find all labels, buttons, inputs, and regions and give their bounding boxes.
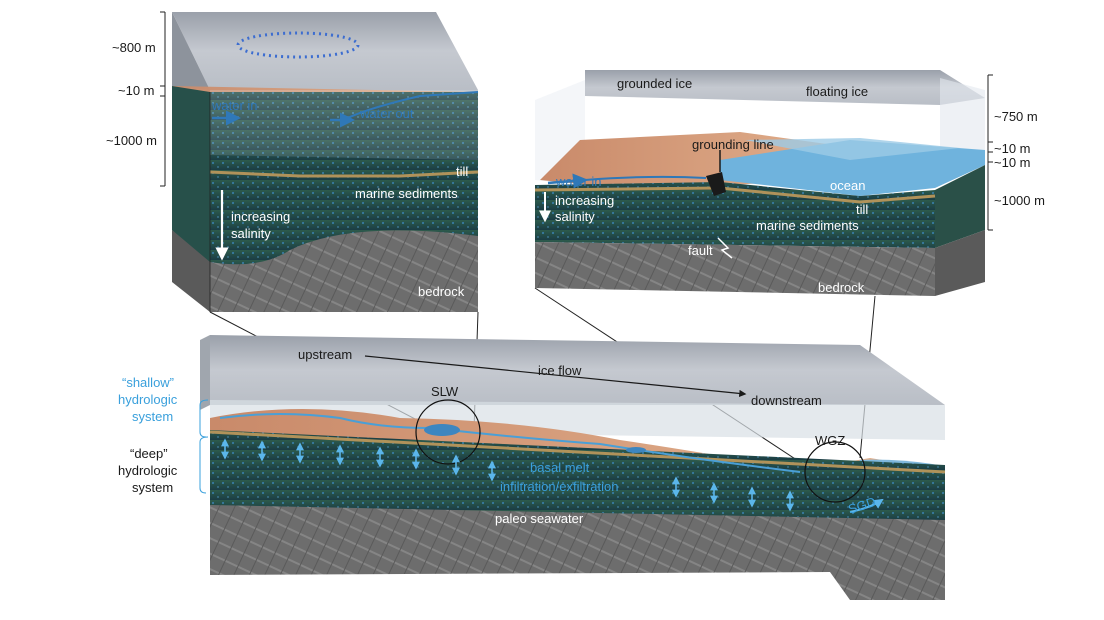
deep-label-3: system xyxy=(132,480,173,495)
right-ocean xyxy=(720,140,985,196)
shallow-label-1: “shallow” xyxy=(122,375,174,390)
right-increasing-label: increasing xyxy=(555,193,614,208)
ice-flow-arrow xyxy=(364,355,747,398)
left-depth-sediment: ~1000 m xyxy=(106,133,157,148)
right-salinity-label: salinity xyxy=(555,209,595,224)
left-block: water in water out till marine sediments… xyxy=(106,11,479,312)
left-depth-ice: ~800 m xyxy=(112,40,156,55)
infiltration-arrows xyxy=(221,438,794,512)
left-marine-sediments-label: marine sediments xyxy=(355,186,458,201)
left-water-out-label: water out xyxy=(359,106,414,121)
left-increasing-label: increasing xyxy=(231,209,290,224)
bottom-marine-sediments xyxy=(210,430,945,525)
left-bedrock-label: bedrock xyxy=(418,284,465,299)
left-water-in-label: water in xyxy=(211,98,258,113)
bottom-ice xyxy=(210,335,945,405)
grounding-line-label: grounding line xyxy=(692,137,774,152)
paleo-seawater-label: paleo seawater xyxy=(495,511,584,526)
shallow-label-2: hydrologic xyxy=(118,392,178,407)
left-till-label: till xyxy=(456,164,468,179)
right-bedrock-label: bedrock xyxy=(818,280,865,295)
slw-circle xyxy=(415,399,481,465)
right-water-in-label: water in xyxy=(555,174,602,189)
left-bedrock xyxy=(210,230,478,312)
right-marine-sediments-label: marine sediments xyxy=(756,218,859,233)
right-depth-water: ~10 m xyxy=(994,141,1031,156)
bottom-block: upstream ice flow downstream SLW WGZ “sh… xyxy=(118,335,946,600)
right-block: grounded ice floating ice grounding line… xyxy=(534,70,1045,296)
wgz-label: WGZ xyxy=(815,433,845,448)
ocean-label: ocean xyxy=(830,178,865,193)
ice-flow-label: ice flow xyxy=(538,363,582,378)
right-depth-ice: ~750 m xyxy=(994,109,1038,124)
right-depth-sediment: ~1000 m xyxy=(994,193,1045,208)
downstream-label: downstream xyxy=(751,393,822,408)
left-salinity-label: salinity xyxy=(231,226,271,241)
slw-lake xyxy=(424,424,460,436)
left-depth-till: ~10 m xyxy=(118,83,155,98)
right-ice-top xyxy=(585,70,985,105)
right-till-label: till xyxy=(856,202,868,217)
wgz-circle xyxy=(804,441,866,503)
deep-label-1: “deep” xyxy=(130,446,168,461)
bottom-bedrock xyxy=(210,505,945,600)
right-bedrock xyxy=(535,242,935,296)
grounding-line-mark xyxy=(706,172,726,196)
lake-outline-dotted xyxy=(236,31,360,59)
right-depth-till: ~10 m xyxy=(994,155,1031,170)
slw-label: SLW xyxy=(431,384,459,399)
infiltration-label: infiltration/exfiltration xyxy=(500,479,619,494)
upstream-label: upstream xyxy=(298,347,352,362)
basal-melt-label: basal melt xyxy=(530,460,590,475)
floating-ice-label: floating ice xyxy=(806,84,868,99)
left-ice-top xyxy=(172,12,478,90)
grounded-ice-label: grounded ice xyxy=(617,76,692,91)
deep-label-2: hydrologic xyxy=(118,463,178,478)
fault-label: fault xyxy=(688,243,713,258)
shallow-label-3: system xyxy=(132,409,173,424)
